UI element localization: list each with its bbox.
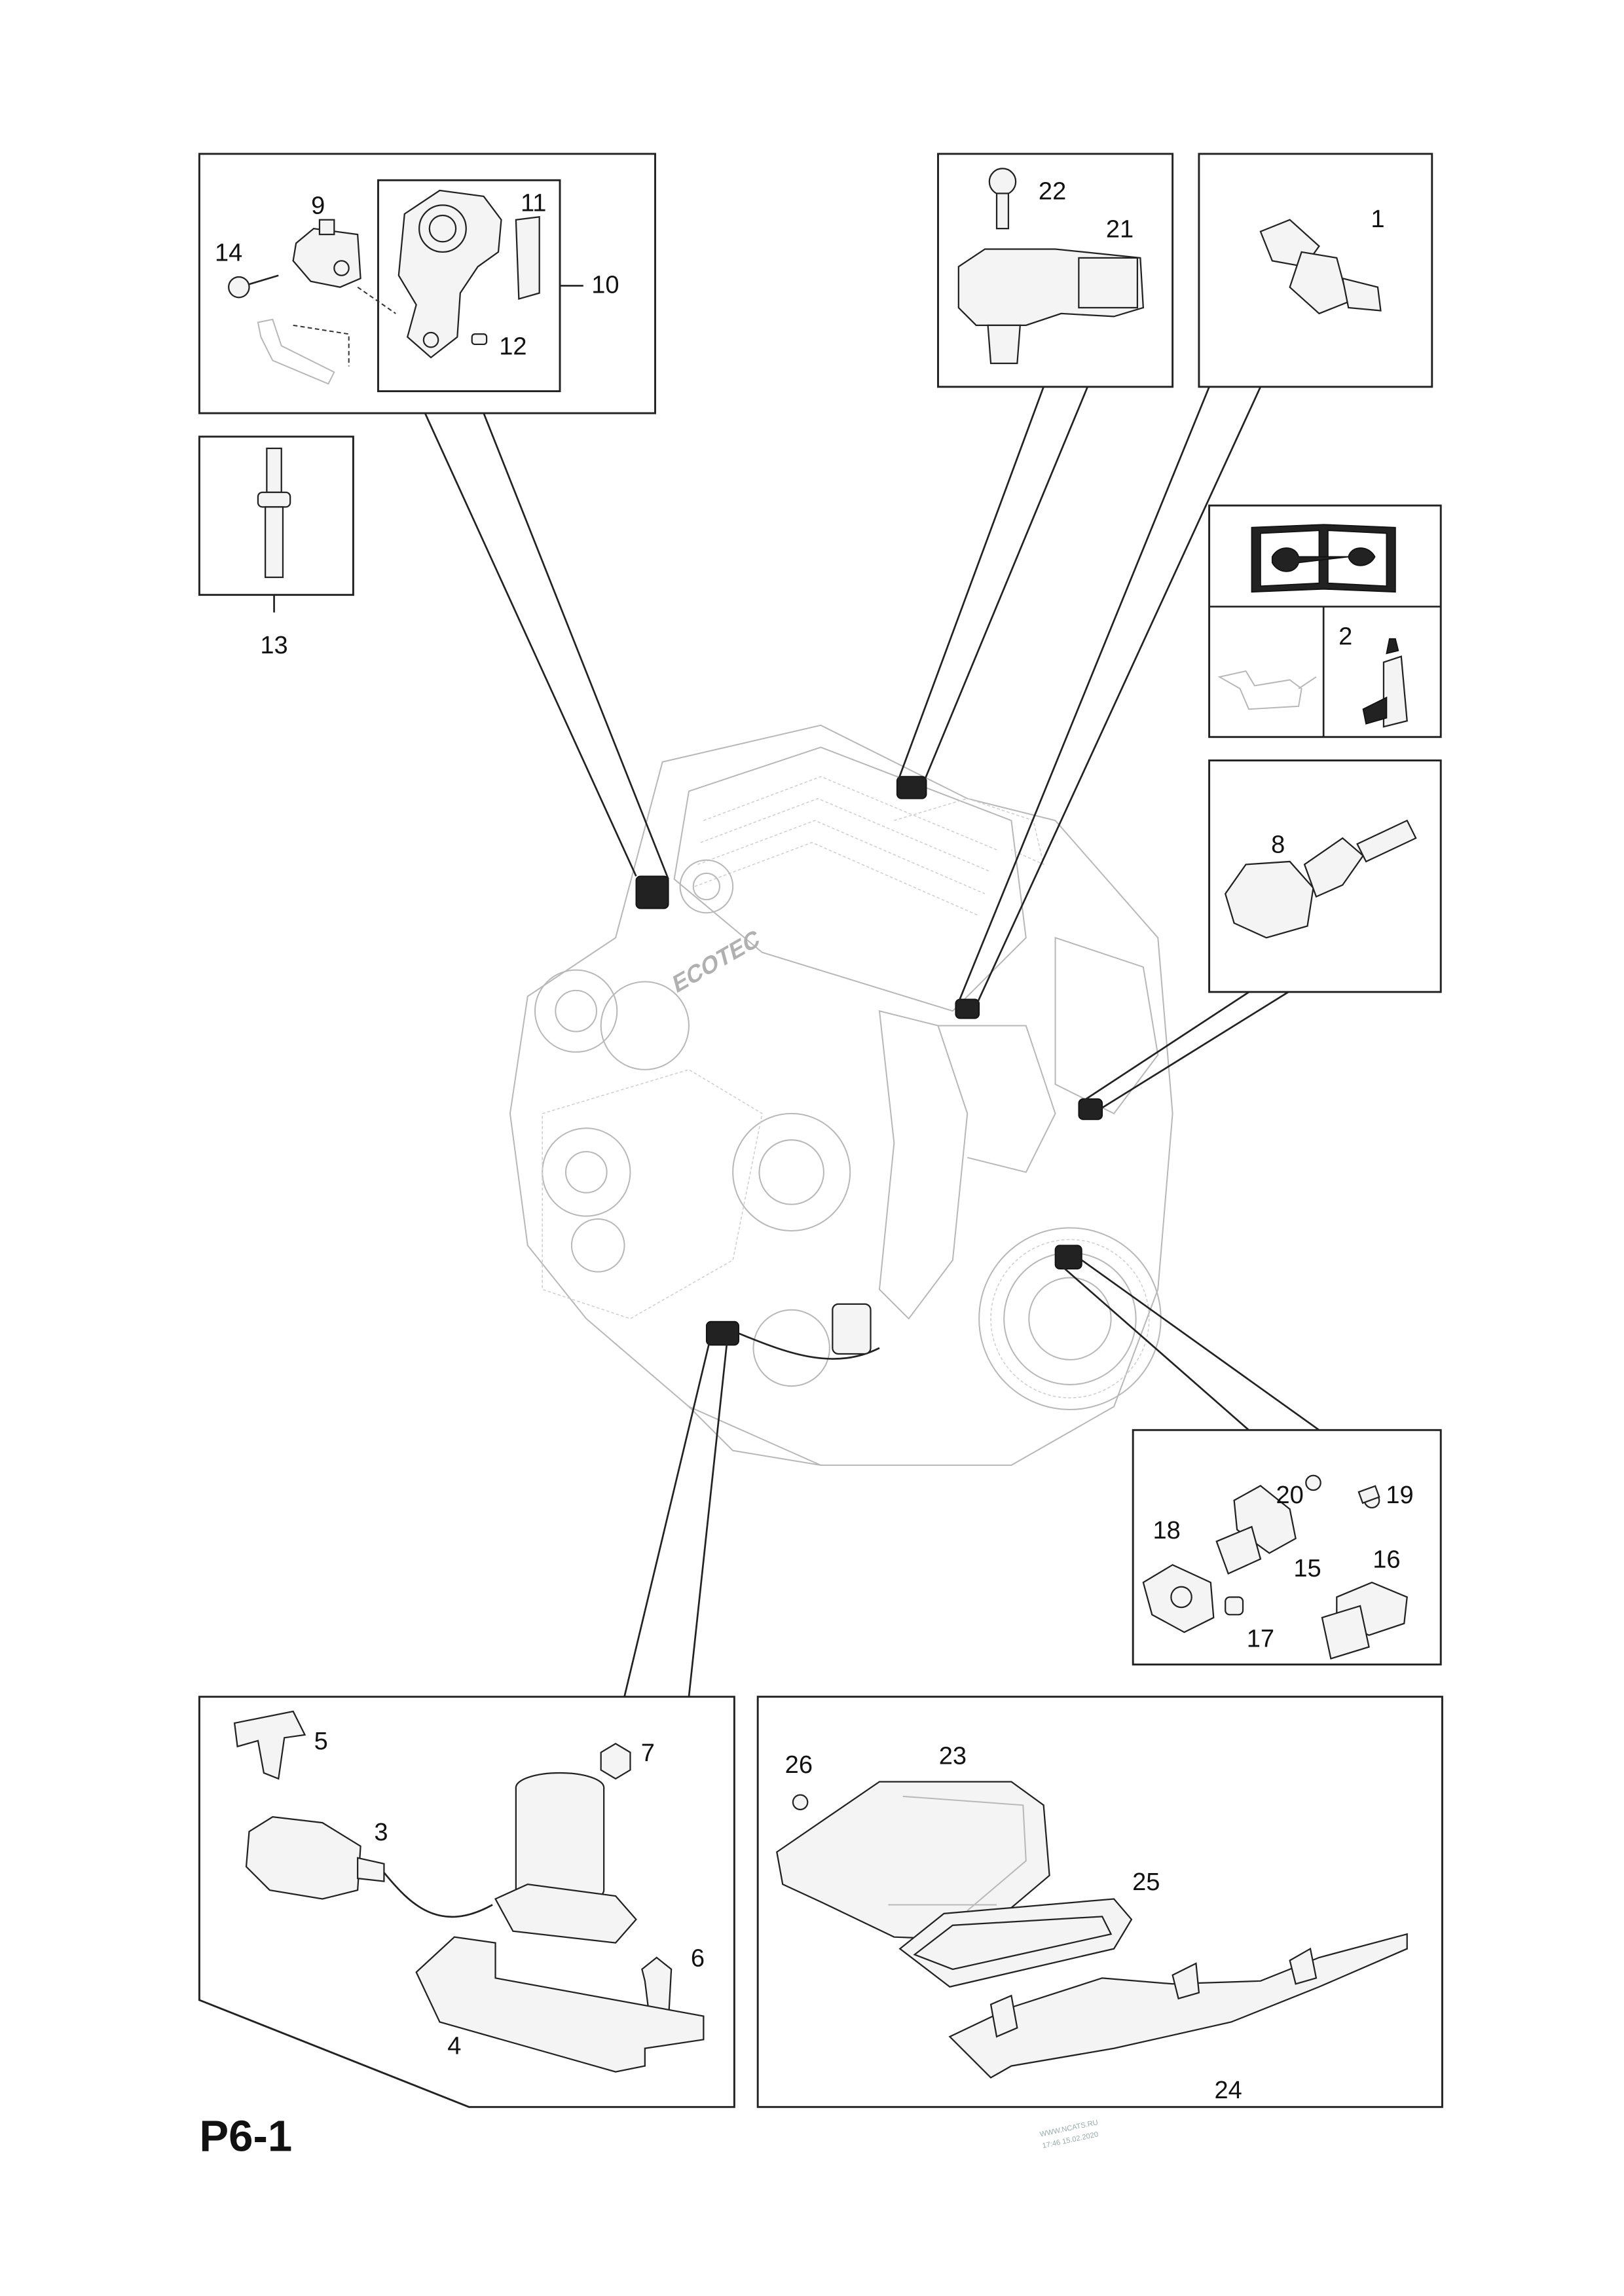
callout-3: 3: [374, 1819, 388, 1846]
callout-11: 11: [521, 189, 546, 217]
engine-illustration: ECOTEC: [509, 724, 1173, 1467]
engine-badge: ECOTEC: [671, 924, 762, 999]
box-camshaft-sensor: [198, 153, 656, 414]
callout-17: 17: [1247, 1626, 1274, 1653]
callout-20: 20: [1276, 1482, 1304, 1509]
box-ecu: [756, 1696, 1443, 2108]
callout-23: 23: [939, 1743, 967, 1770]
watermark: WWW.NCATS.RU 17:46 15.02.2020: [1039, 2119, 1099, 2150]
coolant-sensor-mount: [1078, 1098, 1103, 1120]
callout-8: 8: [1271, 831, 1285, 859]
callout-10: 10: [591, 272, 619, 299]
callout-24: 24: [1215, 2077, 1242, 2104]
callout-labels: 9 14 11 10 12 13 22 21 1 2 8 20 19 18 15…: [215, 177, 1414, 2104]
callout-18: 18: [1153, 1517, 1181, 1544]
box-stud: [198, 435, 354, 613]
oil-pressure-switch-mount: [955, 998, 980, 1019]
callout-25: 25: [1132, 1868, 1160, 1896]
box-oil-pressure-switch: [1198, 153, 1433, 388]
map-sensor-mount: [896, 776, 927, 799]
box-level-sensor: [198, 1696, 735, 2108]
callout-9: 9: [311, 192, 325, 220]
callout-12: 12: [499, 333, 526, 361]
callout-7: 7: [641, 1740, 655, 1767]
level-sensor-mount: [705, 1321, 739, 1346]
callout-26: 26: [785, 1751, 813, 1779]
oil-can-icon: [1217, 670, 1317, 710]
callout-15: 15: [1293, 1555, 1321, 1582]
callout-21: 21: [1106, 216, 1134, 244]
callout-5: 5: [314, 1728, 328, 1755]
box-service-info: [1208, 504, 1442, 738]
box-map-sensor: [937, 153, 1174, 388]
callout-16: 16: [1373, 1546, 1400, 1574]
crank-sensor-mount: [1054, 1245, 1082, 1270]
callout-1: 1: [1371, 206, 1384, 233]
sealant-tube-icon: [1362, 638, 1408, 728]
callout-22: 22: [1039, 177, 1066, 205]
page-code: P6-1: [199, 2111, 292, 2160]
book-wrench-icon: [1251, 524, 1396, 593]
callout-4: 4: [447, 2033, 461, 2060]
box-coolant-sensor: [1208, 759, 1442, 993]
callout-13: 13: [260, 632, 287, 659]
leader-lines: [424, 386, 1320, 1697]
callout-14: 14: [215, 239, 242, 266]
callout-2: 2: [1338, 623, 1352, 651]
callout-6: 6: [691, 1944, 705, 1972]
box-crank-sensor: [1132, 1429, 1442, 1666]
callout-19: 19: [1386, 1482, 1413, 1509]
camshaft-sensor-mount: [635, 875, 669, 909]
